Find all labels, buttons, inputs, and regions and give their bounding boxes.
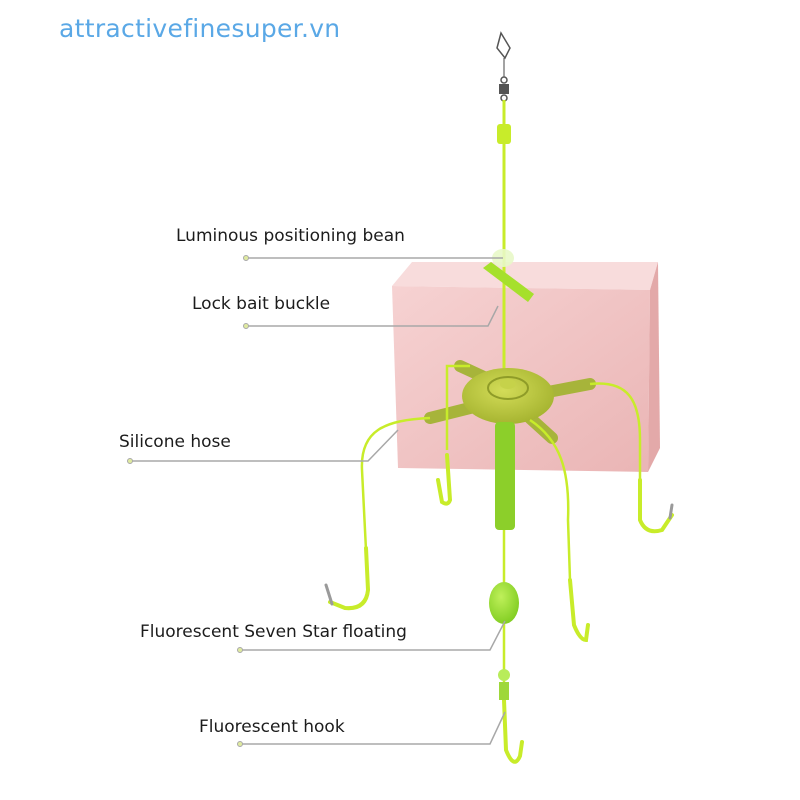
hooks xyxy=(324,453,674,764)
line-knot xyxy=(497,124,511,144)
swivel-icon xyxy=(496,31,511,102)
label-fluorescent-seven-star-floating: Fluorescent Seven Star floating xyxy=(140,622,407,642)
label-fluorescent-hook: Fluorescent hook xyxy=(199,717,345,737)
bead xyxy=(498,669,510,681)
annotation-dots xyxy=(127,255,249,747)
lock-buckle-icon xyxy=(483,262,534,302)
watermark-text: attractivefinesuper.vn xyxy=(59,14,341,43)
label-luminous-positioning-bean: Luminous positioning bean xyxy=(176,226,405,246)
annotation-leader-lines xyxy=(130,257,506,745)
hook-leaders xyxy=(360,364,642,700)
label-silicone-hose: Silicone hose xyxy=(119,432,231,452)
label-lock-bait-buckle: Lock bait buckle xyxy=(192,294,331,314)
seven-star-float-icon xyxy=(489,582,519,624)
stem xyxy=(495,422,515,530)
central-hub xyxy=(462,368,554,424)
